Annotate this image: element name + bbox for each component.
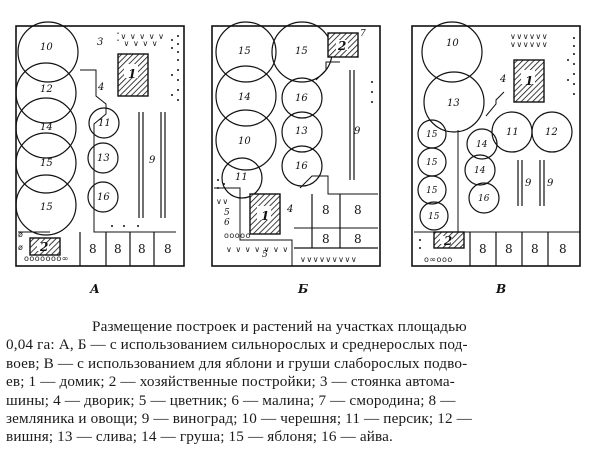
bed-label: 8 <box>354 203 362 217</box>
caption-line: шины; 4 — дворик; 5 — цветник; 6 — малин… <box>6 391 456 409</box>
svg-text:ooooooo∞: ooooooo∞ <box>24 254 69 263</box>
plan-a-border <box>15 25 185 267</box>
bed-label: 8 <box>531 242 539 256</box>
tree-label: 12 <box>40 84 53 95</box>
plan-a-labels: 10 12 14 15 15 11 13 16 1 2 3 4 9 8 8 8 … <box>39 37 172 296</box>
svg-text:∨∨∨∨∨∨: ∨∨∨∨∨∨ <box>510 40 548 49</box>
plan-b <box>211 21 381 267</box>
zone-label: 4 <box>97 82 104 93</box>
zone-label: 5 <box>224 208 230 218</box>
tree-label: 10 <box>446 38 459 49</box>
zone-label: 3 <box>97 37 103 48</box>
svg-text:∨ ∨ ∨ ∨ ∨ ∨ ∨: ∨ ∨ ∨ ∨ ∨ ∨ ∨ <box>226 245 289 254</box>
zone-label: 5 <box>262 250 268 260</box>
plan-b-labels: 15 15 14 16 10 13 11 16 2 1 4 5 6 7 9 8 … <box>224 29 366 296</box>
tree-circle <box>17 21 79 83</box>
tree-label: 13 <box>295 126 308 137</box>
bed-label: 8 <box>354 232 362 246</box>
tree-label: 16 <box>478 194 490 204</box>
tree-label: 11 <box>235 172 248 183</box>
zone-label: 4 <box>286 204 293 215</box>
house-label: 1 <box>261 209 269 223</box>
tree-circle <box>15 132 77 194</box>
plan-c <box>411 21 581 267</box>
tree-label: 15 <box>40 158 53 169</box>
plan-c-title: В <box>495 282 506 296</box>
tree-label: 16 <box>295 93 308 104</box>
svg-text:∨∨: ∨∨ <box>216 197 229 206</box>
svg-text:o∞ooo: o∞ooo <box>424 255 453 264</box>
vine-label: 9 <box>354 126 361 137</box>
plan-a-title: А <box>89 282 100 296</box>
tree-label: 16 <box>295 161 308 172</box>
caption-line: воев; В — с использованием для яблони и … <box>6 354 468 372</box>
tree-label: 16 <box>97 192 110 203</box>
tree-label: 10 <box>238 136 251 147</box>
shed-label: 2 <box>39 240 48 254</box>
vine-label: 9 <box>547 178 554 189</box>
caption-line: земляника и овощи; 9 — виноград; 10 — че… <box>6 410 472 428</box>
plan-b-title: Б <box>297 282 308 296</box>
shed-label: 2 <box>337 39 346 53</box>
bed-label: 8 <box>138 242 146 256</box>
zone-label: 4 <box>499 74 506 85</box>
vine-label: 9 <box>525 178 532 189</box>
caption-line: ев; 1 — домик; 2 — хозяйственные построй… <box>6 373 455 391</box>
bed-label: 8 <box>322 203 330 217</box>
caption-line: вишня; 13 — слива; 14 — груша; 15 — ябло… <box>6 428 393 446</box>
svg-text:ˇ ∨ ∨ ∨ ∨: ˇ ∨ ∨ ∨ ∨ <box>116 38 158 48</box>
figure-caption: Размещение построек и растений на участк… <box>6 318 594 447</box>
tree-label: 14 <box>476 140 488 150</box>
shed-label: 2 <box>443 234 452 248</box>
bed-label: 8 <box>559 242 567 256</box>
tree-label: 15 <box>426 158 438 168</box>
house-label: 1 <box>525 74 533 88</box>
tree-label: 15 <box>428 212 440 222</box>
tree-circle <box>15 174 77 236</box>
house-b <box>249 193 281 235</box>
path-line <box>80 69 176 233</box>
tree-label: 10 <box>40 42 53 53</box>
bed-label: 8 <box>505 242 513 256</box>
svg-text:ˇ∨ ∨ ∨ ∨ ∨: ˇ∨ ∨ ∨ ∨ ∨ <box>116 31 164 41</box>
tree-circle <box>15 97 77 159</box>
tree-label: 14 <box>474 166 486 176</box>
bed-label: 8 <box>89 242 97 256</box>
bed-label: 8 <box>164 242 172 256</box>
caption-line: Размещение построек и растений на участк… <box>92 318 467 335</box>
tree-label: 15 <box>238 46 251 57</box>
svg-text:ø: ø <box>18 230 23 239</box>
tree-label: 13 <box>97 153 110 164</box>
house-label: 1 <box>128 67 136 81</box>
svg-text:∨∨∨∨∨∨: ∨∨∨∨∨∨ <box>510 32 548 41</box>
tree-label: 14 <box>40 122 53 133</box>
tree-circle <box>15 62 77 124</box>
bed-label: 8 <box>114 242 122 256</box>
svg-text:ooooo: ooooo <box>224 231 251 240</box>
bed-label: 8 <box>479 242 487 256</box>
bed-label: 8 <box>322 232 330 246</box>
tree-label: 11 <box>506 127 519 138</box>
zone-label: 6 <box>224 218 230 228</box>
svg-text:∨∨∨∨∨∨∨∨∨: ∨∨∨∨∨∨∨∨∨ <box>300 255 357 264</box>
tree-label: 15 <box>426 186 438 196</box>
svg-text:ø: ø <box>18 243 23 252</box>
tree-label: 12 <box>545 127 558 138</box>
tree-label: 14 <box>238 92 251 103</box>
tree-label: 15 <box>40 202 53 213</box>
vine-label: 9 <box>149 155 156 166</box>
tree-label: 15 <box>295 46 308 57</box>
caption-line: 0,04 га: А, Б — с использованием сильнор… <box>6 336 468 354</box>
tree-label: 15 <box>426 130 438 140</box>
garden-plans-diagram: ˇ∨ ∨ ∨ ∨ ∨ ˇ ∨ ∨ ∨ ∨ ooooooo∞ ø ø 10 12 … <box>15 21 581 296</box>
zone-label: 7 <box>360 29 366 39</box>
plan-c-labels: 10 13 11 12 15 15 15 15 14 14 16 1 4 2 9… <box>426 38 567 296</box>
plan-a <box>15 21 185 267</box>
tree-label: 13 <box>447 98 460 109</box>
plan-b-border <box>211 25 381 267</box>
tree-label: 11 <box>98 118 111 129</box>
